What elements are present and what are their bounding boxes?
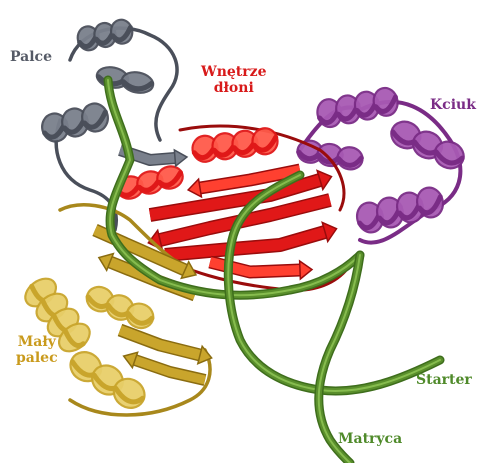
palm-strand-4-head bbox=[188, 179, 201, 197]
label-fingers-text: Palce bbox=[10, 49, 52, 65]
label-little-finger-line2: palec bbox=[16, 350, 58, 366]
palm-strand-5-head bbox=[300, 261, 312, 279]
label-palm-line2: dłoni bbox=[201, 80, 267, 96]
label-template-text: Matryca bbox=[338, 431, 402, 447]
label-little-finger: Mały palec bbox=[16, 334, 58, 366]
label-template: Matryca bbox=[338, 431, 402, 447]
label-palm: Wnętrze dłoni bbox=[201, 64, 267, 96]
fingers-strand-1-head bbox=[174, 150, 187, 166]
label-thumb: Kciuk bbox=[430, 97, 476, 113]
label-little-finger-line1: Mały bbox=[16, 334, 58, 350]
label-primer-text: Starter bbox=[416, 372, 472, 388]
palm-strand-5-body bbox=[210, 262, 300, 272]
label-palm-line1: Wnętrze bbox=[201, 64, 267, 80]
label-thumb-text: Kciuk bbox=[430, 97, 476, 113]
label-primer: Starter bbox=[416, 372, 472, 388]
label-fingers: Palce bbox=[10, 49, 52, 65]
